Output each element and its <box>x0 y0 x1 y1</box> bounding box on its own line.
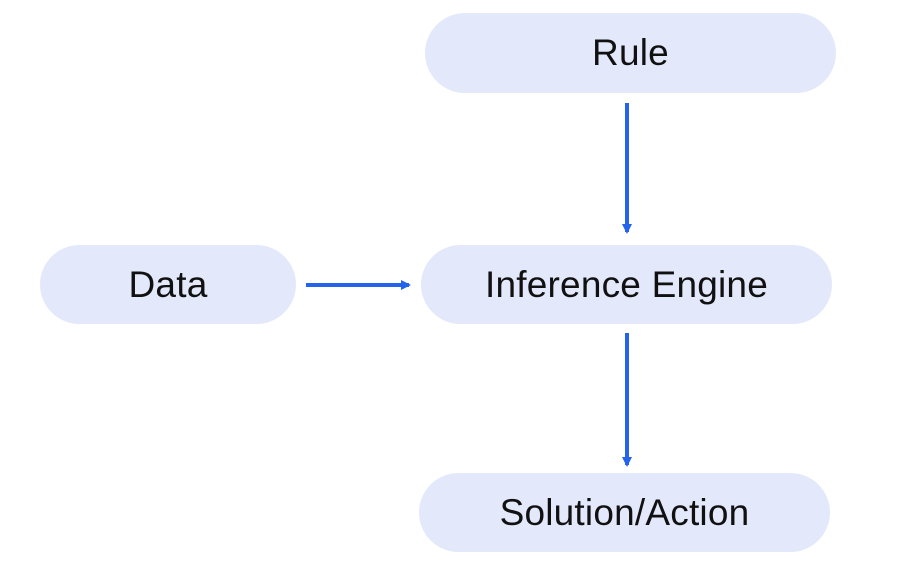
solution-action-node: Solution/Action <box>419 473 830 552</box>
rule-node: Rule <box>425 13 836 93</box>
data-node: Data <box>40 245 296 324</box>
inference-engine-label: Inference Engine <box>485 263 768 305</box>
rule-label: Rule <box>592 32 669 73</box>
data-label: Data <box>128 263 208 305</box>
inference-engine-node: Inference Engine <box>421 245 832 324</box>
solution-action-label: Solution/Action <box>499 491 750 533</box>
